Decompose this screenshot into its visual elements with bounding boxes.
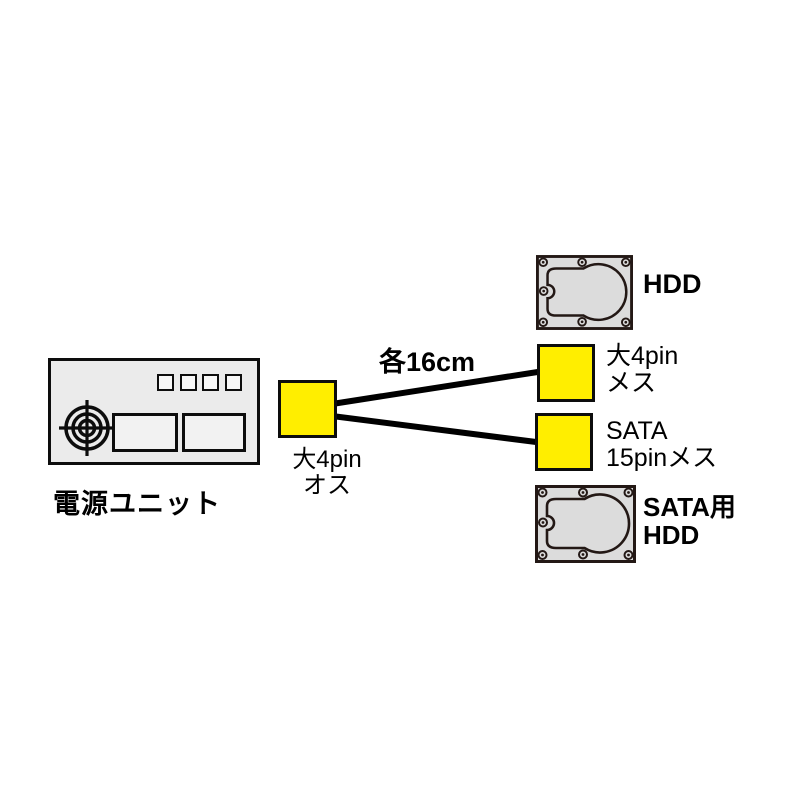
sata-hdd-label: SATA用 HDD bbox=[643, 493, 736, 549]
psu-port bbox=[112, 413, 178, 452]
hdd-icon bbox=[536, 253, 633, 332]
connector-4pin-male-label-line1: 大4pin bbox=[292, 446, 362, 473]
hdd-label: HDD bbox=[643, 269, 702, 299]
psu-label: 電源ユニット bbox=[53, 489, 221, 519]
connector-sata-female-label-line2: 15pinメス bbox=[606, 444, 718, 472]
sata-hdd-icon bbox=[535, 485, 636, 563]
vent-square bbox=[225, 374, 242, 391]
connector-4pin-female-label: 大4pin メス bbox=[606, 343, 678, 397]
vent-square bbox=[202, 374, 219, 391]
connector-4pin-male-label: 大4pin オス bbox=[252, 447, 402, 499]
fan-icon bbox=[59, 400, 115, 456]
connector-4pin-male-label-line2: オス bbox=[303, 472, 351, 499]
connector-4pin-female-label-line2: メス bbox=[606, 369, 657, 397]
connector-sata-female bbox=[535, 413, 593, 471]
sata-hdd-label-line1: SATA用 bbox=[643, 492, 736, 522]
connector-sata-female-label: SATA 15pinメス bbox=[606, 418, 717, 472]
sata-hdd-label-line2: HDD bbox=[643, 520, 700, 550]
connector-4pin-male bbox=[278, 380, 337, 438]
cable-length-label: 各16cm bbox=[378, 347, 476, 377]
connector-4pin-female bbox=[537, 344, 595, 402]
psu-port bbox=[182, 413, 246, 452]
cable-to-sata-female bbox=[331, 413, 545, 446]
vent-square bbox=[180, 374, 197, 391]
connector-sata-female-label-line1: SATA bbox=[606, 417, 668, 445]
vent-square bbox=[157, 374, 174, 391]
connector-4pin-female-label-line1: 大4pin bbox=[606, 342, 679, 370]
power-supply-unit bbox=[48, 358, 260, 465]
